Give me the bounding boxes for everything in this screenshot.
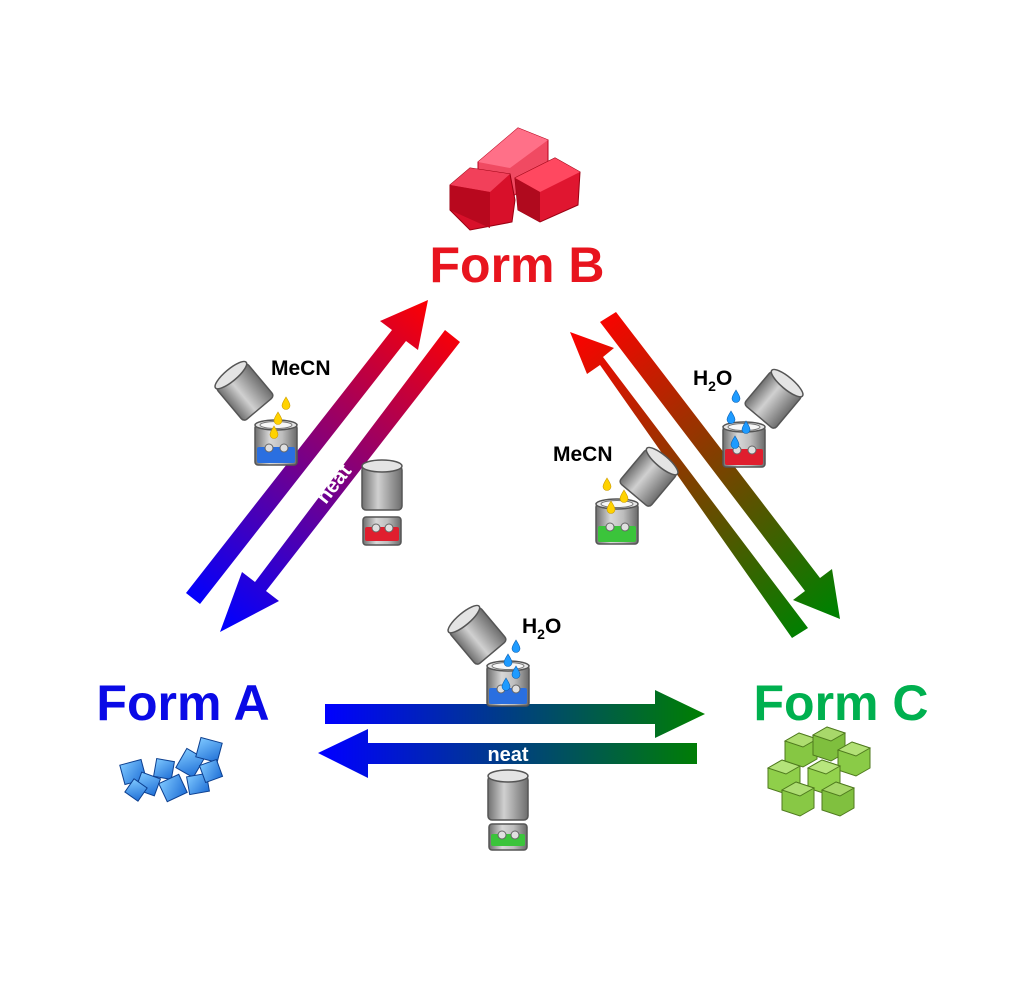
vial-mecn-a-to-b: [210, 356, 298, 466]
form-c-crystals: [766, 726, 872, 817]
h2o-label-a-to-c: H2O: [522, 615, 561, 642]
mecn-label-a-to-b: MeCN: [271, 357, 331, 380]
h2o-label-b-to-c: H2O: [693, 367, 732, 394]
form-a-label: Form A: [96, 675, 269, 731]
form-b-crystals: [449, 127, 581, 231]
arrow-b-to-a: [220, 330, 460, 632]
form-b-label: Form B: [430, 237, 605, 293]
form-a-crystals: [119, 736, 224, 803]
arrow-a-to-c: [325, 690, 705, 738]
vial-h2o-b-to-c: [722, 364, 808, 468]
vial-neat-c-to-a: [487, 769, 529, 851]
form-c-label: Form C: [754, 675, 929, 731]
vial-mecn-c-to-b: [595, 442, 683, 545]
vial-h2o-a-to-c: [443, 600, 530, 707]
arrow-c-to-a: [318, 729, 697, 778]
arrow-a-to-b: [186, 300, 428, 604]
arrow-b-to-c: [600, 312, 840, 619]
mecn-label-c-to-b: MeCN: [553, 443, 613, 466]
arrow-c-to-b: [570, 332, 808, 638]
vial-neat-b-to-a: [361, 459, 403, 546]
neat-label-c-to-a: neat: [487, 744, 528, 766]
